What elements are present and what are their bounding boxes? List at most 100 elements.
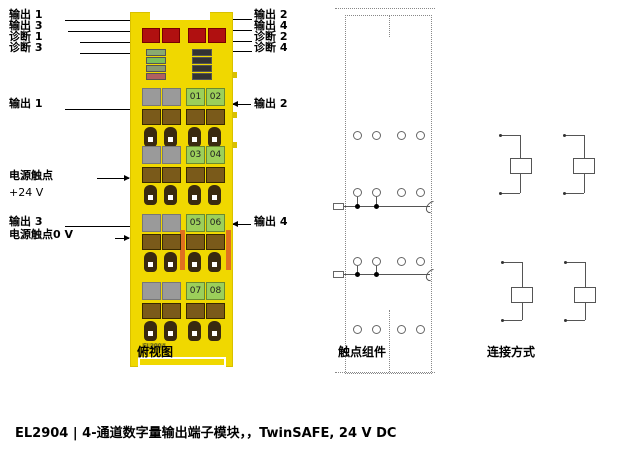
- contact-circle: [353, 325, 362, 334]
- spring-release[interactable]: [142, 303, 161, 319]
- wire: [564, 135, 584, 136]
- contact-circle: [397, 188, 406, 197]
- pin-left: [333, 271, 344, 278]
- wire-entry: [164, 321, 177, 341]
- wire: [520, 135, 521, 159]
- spring-release[interactable]: [206, 167, 225, 183]
- contact-circle: [397, 257, 406, 266]
- led-run-3: [188, 28, 206, 43]
- wire: [585, 262, 586, 288]
- spring-release[interactable]: [142, 167, 161, 183]
- load-coil: [573, 158, 595, 174]
- line-output-1-mid: [65, 109, 185, 110]
- title-connection-type: 连接方式: [487, 345, 536, 359]
- spring-release[interactable]: [162, 109, 181, 125]
- spring-release[interactable]: [162, 303, 181, 319]
- contact-link: [376, 266, 377, 274]
- wire: [502, 320, 522, 321]
- label-output-4-mid: 输出 4: [254, 215, 288, 228]
- channel-label-06: 06: [206, 214, 225, 232]
- contact-top-divider: [389, 15, 391, 37]
- led-run-1: [142, 28, 160, 43]
- contact-circle: [416, 257, 425, 266]
- contact-circle: [353, 257, 362, 266]
- terminal-dot: [564, 319, 567, 322]
- led-bar-7: [192, 65, 212, 72]
- terminal-dot: [501, 261, 504, 264]
- load-coil: [510, 158, 532, 174]
- slot-gray: [162, 214, 181, 232]
- wire: [564, 193, 584, 194]
- model-label: EL2904: [142, 343, 167, 350]
- channel-label-07: 07: [186, 282, 205, 300]
- label-power-contact: 电源触点: [9, 169, 53, 182]
- spring-release[interactable]: [162, 234, 181, 250]
- arrow-output-4-mid: [232, 221, 251, 227]
- spring-release[interactable]: [186, 303, 205, 319]
- terminal-dot: [499, 134, 502, 137]
- power-rail-24v: [342, 206, 430, 207]
- contact-link: [357, 266, 358, 274]
- led-bar-1: [146, 49, 166, 56]
- slot-gray: [142, 282, 161, 300]
- contact-circle: [372, 325, 381, 334]
- wire: [584, 135, 585, 159]
- led-bar-8: [192, 73, 212, 80]
- spring-release[interactable]: [186, 167, 205, 183]
- channel-label-08: 08: [206, 282, 225, 300]
- wire: [585, 303, 586, 320]
- arrow-power-0v: [115, 235, 130, 241]
- label-power-0v: 电源触点0 V: [9, 228, 73, 241]
- label-output-3-top: 输出 3: [9, 19, 43, 32]
- label-output-4-top: 输出 4: [254, 19, 288, 32]
- contact-circle: [416, 325, 425, 334]
- channel-label-03: 03: [186, 146, 205, 164]
- contact-link: [376, 197, 377, 206]
- label-output-1-top: 输出 1: [9, 8, 43, 21]
- wire-entry: [208, 252, 221, 272]
- arrow-power-24v: [97, 175, 130, 181]
- channel-label-01: 01: [186, 88, 205, 106]
- label-output-3-mid: 输出 3: [9, 215, 43, 228]
- spring-release[interactable]: [186, 109, 205, 125]
- contact-circle: [353, 131, 362, 140]
- arrow-output-1: [65, 17, 136, 23]
- wire-entry: [188, 185, 201, 205]
- spring-release[interactable]: [186, 234, 205, 250]
- slot-gray: [142, 88, 161, 106]
- label-output-2-top: 输出 2: [254, 8, 288, 21]
- wire-entry: [208, 185, 221, 205]
- power-contact-orange: [226, 230, 231, 270]
- label-power-24v: +24 V: [9, 186, 44, 199]
- led-bar-3: [146, 65, 166, 72]
- arrow-diagnosis-3: [80, 50, 136, 56]
- terminal-front-view: 01 02 03 04 05 06 07 08 EL2904: [130, 12, 237, 367]
- side-tick: [233, 72, 237, 78]
- spring-release[interactable]: [206, 109, 225, 125]
- spring-release[interactable]: [206, 303, 225, 319]
- contact-circle: [372, 131, 381, 140]
- channel-label-05: 05: [186, 214, 205, 232]
- terminal-dot: [564, 261, 567, 264]
- spring-release[interactable]: [206, 234, 225, 250]
- spring-release[interactable]: [142, 234, 161, 250]
- load-coil: [511, 287, 533, 303]
- top-notch: [150, 12, 210, 20]
- contact-circle: [416, 131, 425, 140]
- figure-caption: EL2904 | 4-通道数字量输出端子模块，，TwinSAFE, 24 V D…: [15, 426, 397, 441]
- terminal-dot: [563, 192, 566, 195]
- label-diagnosis-3: 诊断 3: [9, 41, 43, 54]
- wire-entry: [164, 185, 177, 205]
- power-rail-0v: [342, 274, 430, 275]
- wire: [500, 135, 520, 136]
- wire-entry: [144, 252, 157, 272]
- led-run-4: [208, 28, 226, 43]
- bottom-rail: [140, 359, 224, 365]
- channel-label-04: 04: [206, 146, 225, 164]
- spring-release[interactable]: [162, 167, 181, 183]
- spring-release[interactable]: [142, 109, 161, 125]
- contact-assembly-outline: [345, 15, 432, 374]
- wire: [502, 262, 522, 263]
- wire: [520, 174, 521, 193]
- contact-link: [357, 197, 358, 206]
